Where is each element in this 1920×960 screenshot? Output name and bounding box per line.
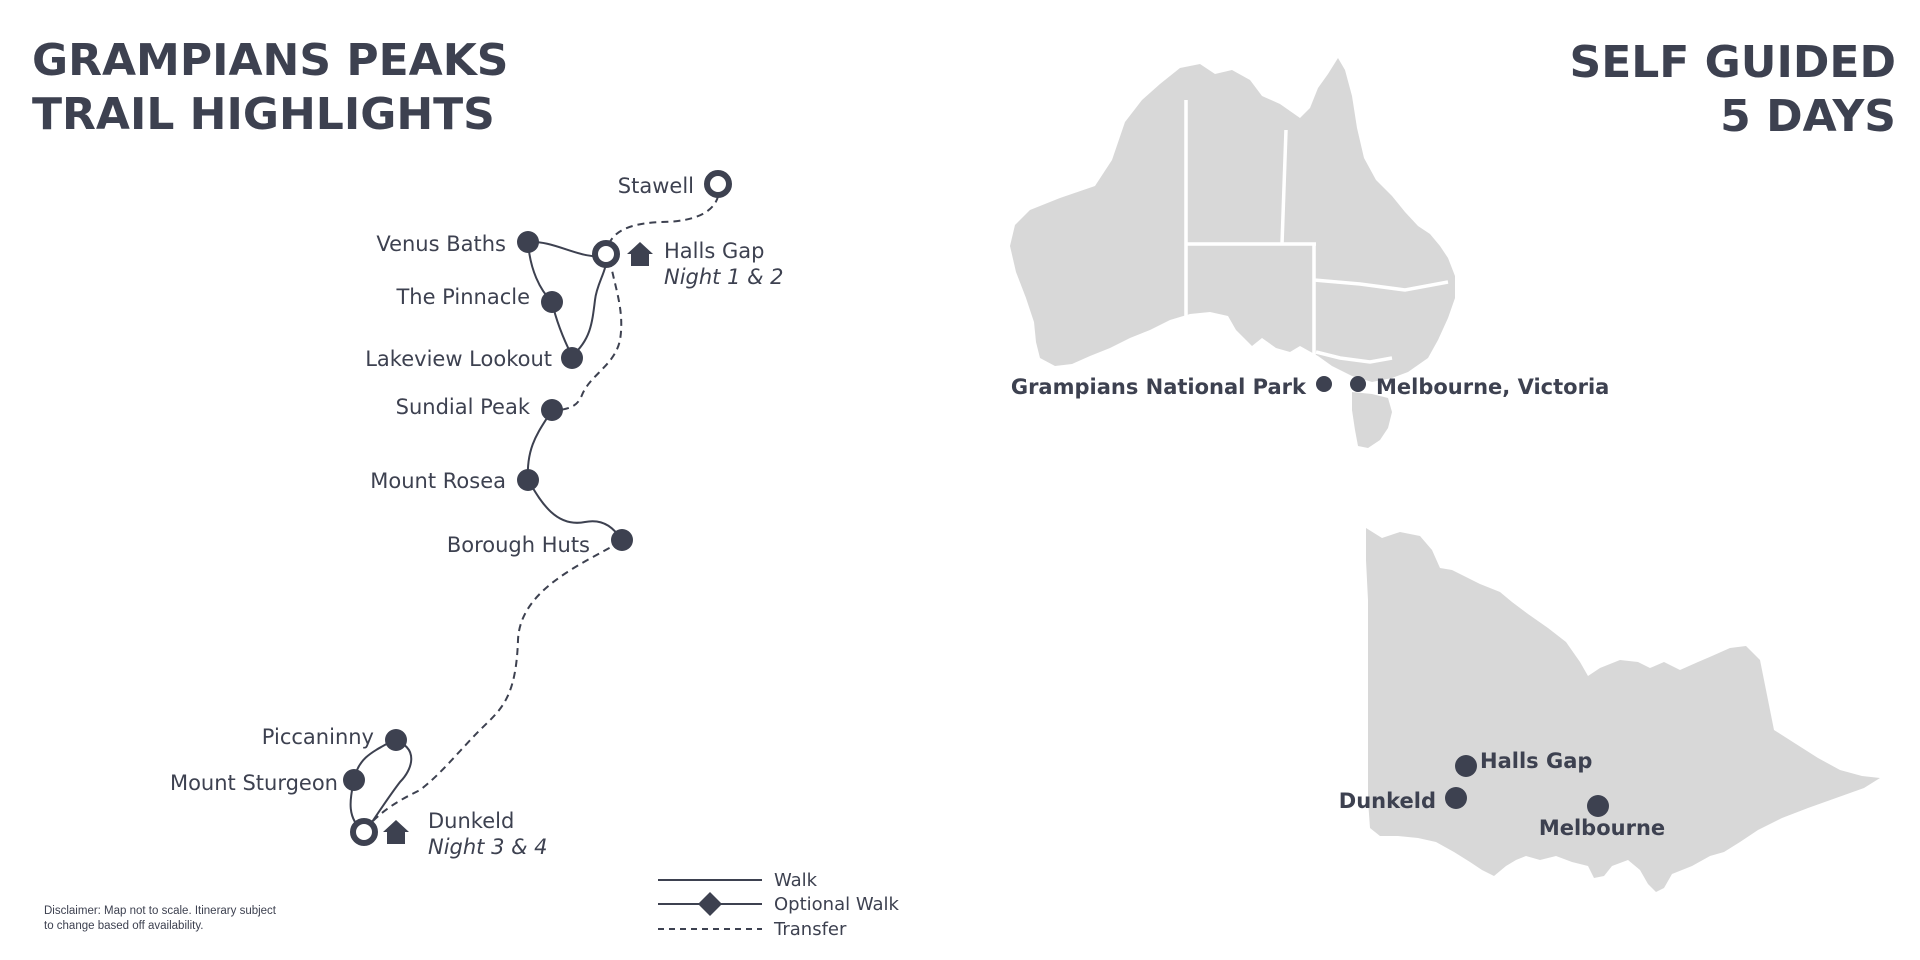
trail-map: Stawell Venus Baths Halls Gap Night 1 & … xyxy=(170,170,784,859)
house-icon xyxy=(383,820,409,844)
main-title: GRAMPIANS PEAKS TRAIL HIGHLIGHTS xyxy=(32,34,508,142)
dunkeld-marker xyxy=(350,818,378,846)
vic-melbourne-dot xyxy=(1587,795,1609,817)
lakeview-lookout-marker xyxy=(561,347,583,369)
stawell-marker xyxy=(704,170,732,198)
house-icon xyxy=(627,242,653,266)
victoria-shape xyxy=(1366,528,1880,892)
tasmania xyxy=(1352,392,1392,448)
melbourne-victoria-label: Melbourne, Victoria xyxy=(1376,375,1609,399)
the-pinnacle-marker xyxy=(541,291,563,313)
halls-gap-night-label: Night 1 & 2 xyxy=(664,265,784,289)
sundial-peak-marker xyxy=(541,399,563,421)
tour-type: SELF GUIDED xyxy=(1569,37,1896,88)
legend-transfer-label: Transfer xyxy=(773,919,847,940)
borough-huts-marker xyxy=(611,529,633,551)
sundial-peak-label: Sundial Peak xyxy=(396,395,531,419)
venus-baths-marker xyxy=(517,231,539,253)
victoria-map: Halls Gap Dunkeld Melbourne xyxy=(1339,528,1880,892)
legend: Walk Optional Walk Transfer xyxy=(658,870,900,940)
title-line-2: TRAIL HIGHLIGHTS xyxy=(32,89,495,140)
disclaimer-line-1: Disclaimer: Map not to scale. Itinerary … xyxy=(44,905,277,917)
dunkeld-night-label: Night 3 & 4 xyxy=(428,835,548,859)
australia-mainland xyxy=(1010,58,1455,382)
mount-rosea-marker xyxy=(517,469,539,491)
diamond-icon xyxy=(698,892,722,916)
piccaninny-marker xyxy=(385,729,407,751)
tour-summary: SELF GUIDED 5 DAYS xyxy=(1570,36,1896,144)
australia-map: Grampians National Park Melbourne, Victo… xyxy=(1010,58,1609,448)
piccaninny-label: Piccaninny xyxy=(262,725,374,749)
disclaimer-line-2: to change based off availability. xyxy=(44,920,204,932)
tour-duration: 5 DAYS xyxy=(1720,91,1896,142)
the-pinnacle-label: The Pinnacle xyxy=(395,285,530,309)
vic-dunkeld-dot xyxy=(1445,787,1467,809)
vic-melbourne-label: Melbourne xyxy=(1539,816,1665,840)
vic-halls-gap-label: Halls Gap xyxy=(1480,749,1592,773)
vic-dunkeld-label: Dunkeld xyxy=(1339,789,1436,813)
stawell-label: Stawell xyxy=(618,174,694,198)
legend-walk-label: Walk xyxy=(774,870,818,891)
state-borders xyxy=(1184,100,1449,370)
vic-halls-gap-dot xyxy=(1455,755,1477,777)
grampians-label: Grampians National Park xyxy=(1011,375,1307,399)
grampians-dot xyxy=(1316,376,1332,392)
lakeview-lookout-label: Lakeview Lookout xyxy=(365,347,552,371)
borough-huts-label: Borough Huts xyxy=(447,533,590,557)
title-line-1: GRAMPIANS PEAKS xyxy=(32,35,509,86)
mount-sturgeon-label: Mount Sturgeon xyxy=(170,771,338,795)
disclaimer: Disclaimer: Map not to scale. Itinerary … xyxy=(44,904,344,934)
legend-optional-label: Optional Walk xyxy=(774,894,900,915)
halls-gap-marker xyxy=(592,240,620,268)
melbourne-dot xyxy=(1350,376,1366,392)
dunkeld-label: Dunkeld xyxy=(428,809,514,833)
mount-rosea-label: Mount Rosea xyxy=(370,469,506,493)
venus-baths-label: Venus Baths xyxy=(376,232,506,256)
halls-gap-label: Halls Gap xyxy=(664,239,764,263)
transfer-routes xyxy=(367,183,720,827)
mount-sturgeon-marker xyxy=(343,769,365,791)
